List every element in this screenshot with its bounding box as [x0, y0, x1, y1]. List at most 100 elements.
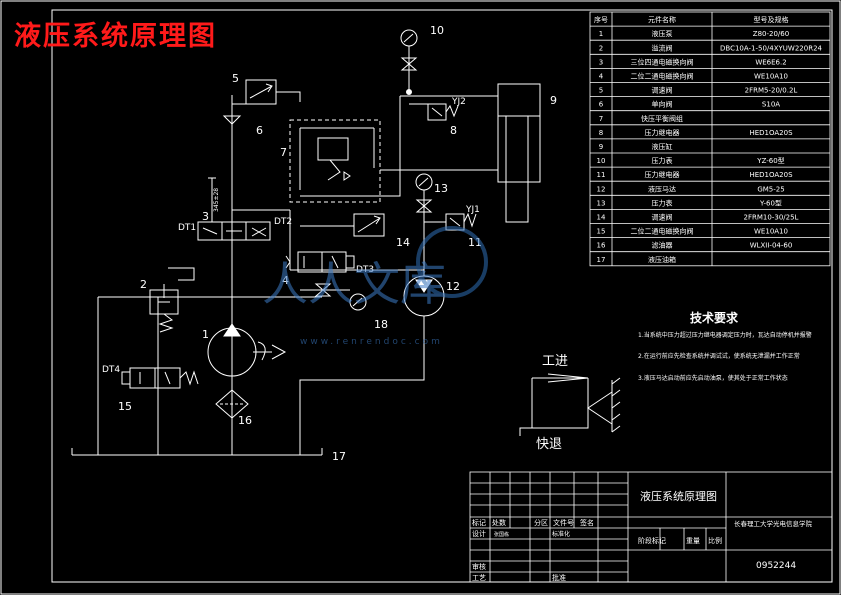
cylinder-9	[497, 83, 541, 223]
pump-1-symbol	[207, 323, 287, 377]
parts-table-cell: 溢流阀	[652, 43, 673, 52]
parts-table-cell: DBC10A-1-50/4XYUW220R24	[720, 44, 823, 52]
parts-table-cell: 调速阀	[652, 86, 673, 95]
title-block: 液压系统原理图 长春理工大学光电信息学院 0952244 标记 处数 分区 文件…	[469, 471, 833, 583]
component-number-label: 13	[434, 182, 448, 195]
tb-sign: 签名	[580, 518, 594, 527]
label-forward: 工进	[542, 354, 568, 369]
parts-table-cell: 快压平衡阀组	[641, 114, 683, 123]
parts-table-cell: HED1OA20S	[749, 129, 793, 137]
tb-process: 工艺	[472, 574, 486, 582]
tb-doc-no: 文件号	[553, 518, 574, 527]
tb-count: 处数	[492, 518, 506, 527]
pressure-switch-yj1-label: YJ1	[465, 205, 480, 215]
hydraulic-schematic	[71, 29, 541, 456]
component-number-label: 18	[374, 318, 388, 331]
parts-table-cell: WE6E6.2	[755, 58, 786, 66]
watermark: 人人文库 www.renrendoc.com	[262, 226, 488, 347]
watermark-text: 人人文库	[262, 257, 446, 311]
pressure-switch-8	[409, 103, 459, 121]
tech-item-1: 1.当系统中压力超过压力继电器调定压力时，瓦达自动停机并报警	[638, 331, 812, 339]
solenoid-dt4-label: DT4	[102, 365, 120, 375]
tb-design: 设计	[472, 529, 486, 538]
tb-standardize: 标准化	[552, 530, 570, 538]
parts-table-cell: HED1OA20S	[749, 171, 793, 179]
parts-table-cell: 7	[599, 115, 603, 123]
parts-table-cell: 9	[599, 143, 603, 151]
title-block-school: 长春理工大学光电信息学院	[734, 519, 813, 528]
parts-table-cell: 16	[597, 242, 606, 250]
parts-table-cell: 单向阀	[652, 100, 673, 109]
parts-table-cell: 压力继电器	[645, 170, 680, 179]
filter-16-symbol	[215, 389, 249, 419]
parts-table-cell: 2	[599, 44, 603, 52]
parts-table-cell: YZ-60型	[756, 156, 784, 165]
tb-design-value: 张国栋	[494, 531, 509, 538]
speed-valve-5	[245, 79, 277, 105]
parts-table-cell: 4	[599, 73, 604, 81]
parts-table-cell: 5	[599, 87, 603, 95]
parts-table-cell: 2FRM5-20/0.2L	[745, 87, 798, 95]
parts-table-cell: 液压缸	[652, 142, 673, 151]
dimension-label: 345±28	[213, 188, 220, 212]
solenoid-dt3-label: DT3	[356, 265, 374, 275]
parts-table-cell: 液压泵	[652, 29, 673, 38]
parts-table-cell: 6	[599, 101, 604, 109]
parts-header-cell: 元件名称	[648, 15, 676, 24]
parts-table-cell: 14	[597, 214, 606, 222]
component-number-label: 2	[140, 278, 147, 291]
tb-review: 审核	[472, 562, 486, 571]
parts-table-cell: WLXII-04-60	[750, 242, 793, 250]
component-number-label: 6	[256, 124, 263, 137]
parts-table-cell: 三位四通电磁换向阀	[631, 57, 694, 66]
parts-table-grid	[589, 11, 831, 267]
parts-table-cell: 17	[597, 256, 606, 264]
parts-table-cell: 3	[599, 58, 603, 66]
parts-table-cell: 10	[597, 157, 606, 165]
component-number-label: 17	[332, 450, 346, 463]
parts-table-cell: WE10A10	[754, 228, 788, 236]
tb-stage-mark: 阶段标记	[638, 536, 666, 545]
parts-table-cell: Y-60型	[759, 198, 782, 207]
parts-table-cell: 压力继电器	[645, 128, 680, 137]
schematic-labels: 123456789101112131415161718DT1DT2DT3DT4Y…	[102, 24, 557, 463]
tb-mark: 标记	[472, 518, 486, 527]
balance-valve-group-7	[289, 119, 381, 203]
tb-weight: 重量	[686, 537, 700, 545]
tech-item-2: 2.在运行前应先检查系统并调试试，使系统无泄漏并工作正常	[638, 352, 800, 360]
parts-table-cell: WE10A10	[754, 73, 788, 81]
component-number-label: 12	[446, 280, 460, 293]
parts-table-cell: 二位二通电磁换向阀	[631, 72, 694, 81]
solenoid-dt2-label: DT2	[274, 217, 292, 227]
component-number-label: 1	[202, 328, 209, 341]
tech-requirements: 技术要求 1.当系统中压力超过压力继电器调定压力时，瓦达自动停机并报警 2.在运…	[638, 310, 812, 382]
watermark-url: www.renrendoc.com	[300, 337, 443, 347]
parts-table-cell: 液压马达	[648, 184, 676, 193]
tb-approve: 批准	[552, 573, 566, 582]
main-pressure-line	[97, 95, 322, 455]
solenoid-dt1-label: DT1	[178, 223, 196, 233]
label-return: 快退	[536, 437, 562, 452]
motion-diagram	[519, 373, 621, 436]
pressure-switch-yj2-label: YJ2	[451, 97, 466, 107]
component-number-label: 16	[238, 414, 252, 427]
tech-title: 技术要求	[690, 310, 739, 325]
tech-item-3: 3.液压马达启动前应先启动油泵，使其处于正常工作状态	[638, 374, 788, 382]
component-number-label: 8	[450, 124, 457, 137]
component-number-label: 9	[550, 94, 557, 107]
parts-table-cell: 1	[599, 30, 603, 38]
parts-table-cell: 12	[597, 185, 606, 193]
parts-header-cell: 型号及规格	[754, 15, 789, 24]
check-valve-6	[222, 91, 301, 211]
component-number-label: 3	[202, 210, 209, 223]
component-number-label: 10	[430, 24, 444, 37]
parts-table-cell: 8	[599, 129, 603, 137]
valve-4	[285, 251, 355, 273]
parts-table-cell: 调速阀	[652, 213, 673, 222]
speed-valve-14	[289, 210, 385, 270]
tb-zone: 分区	[534, 518, 548, 527]
